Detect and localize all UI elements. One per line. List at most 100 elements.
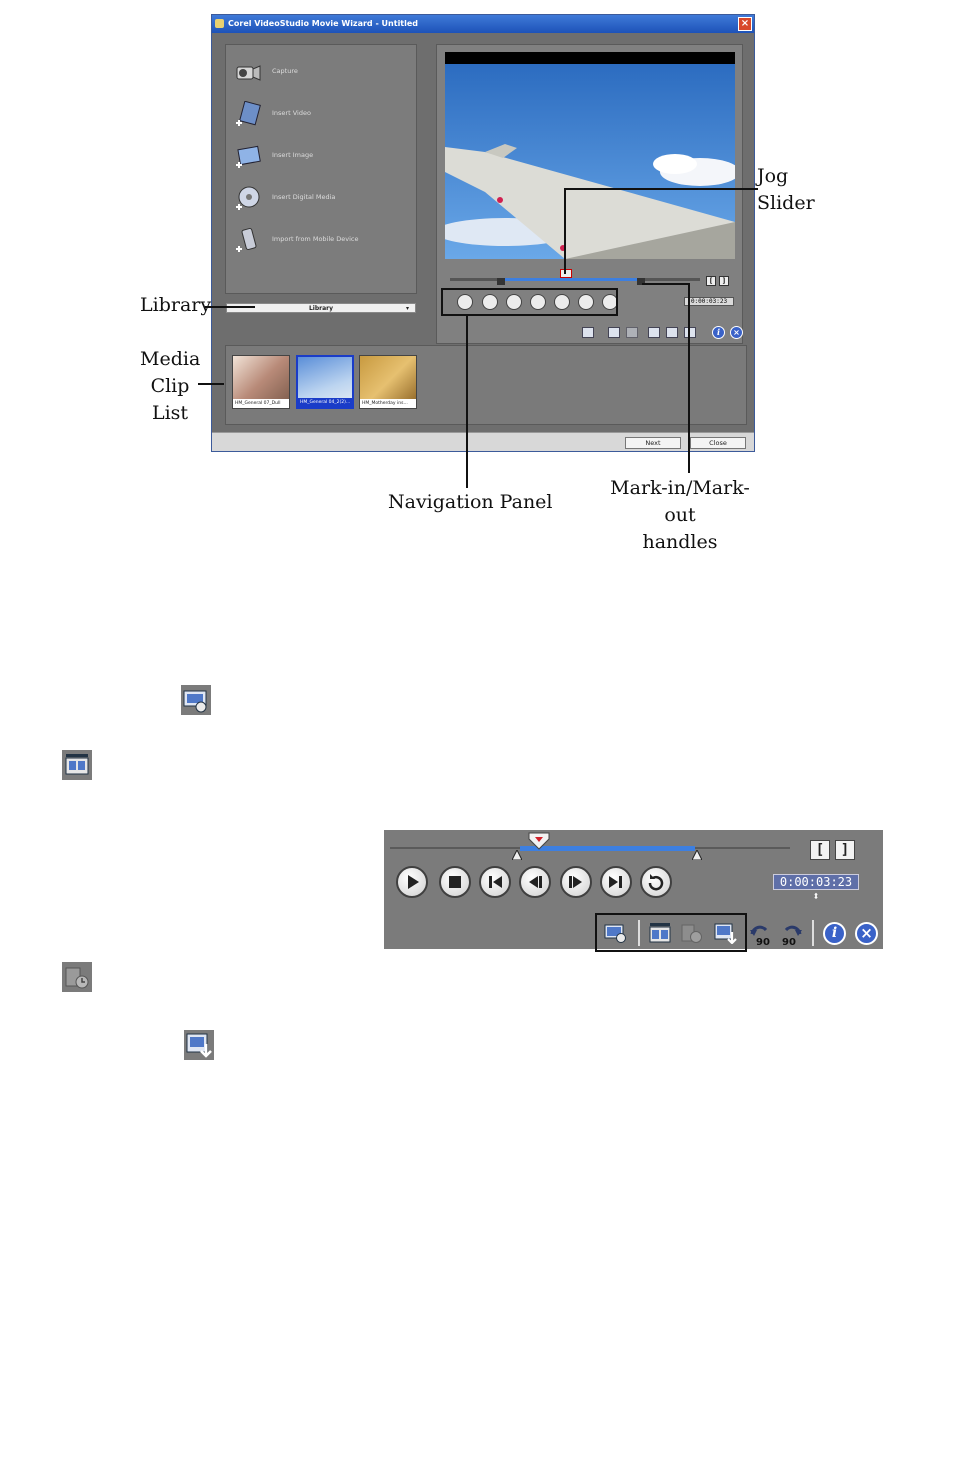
skip-to-start-icon (489, 876, 502, 888)
clip-thumbnail[interactable]: HM_Motherday ins... (359, 355, 417, 409)
rotate-left-icon[interactable] (748, 922, 772, 944)
markin-leader-horizontal (642, 283, 690, 285)
clip-caption: HM_General 07_Dull (233, 399, 289, 408)
split-video-icon[interactable] (604, 922, 628, 944)
capture-item[interactable]: Capture (234, 57, 409, 87)
jog-slider[interactable] (528, 832, 550, 850)
next-button[interactable]: Next (625, 437, 681, 449)
app-icon (215, 19, 224, 28)
repeat-button[interactable] (640, 866, 672, 898)
jog-slider-callout-line2: Slider (757, 192, 815, 214)
delete-icon-small[interactable]: × (730, 326, 743, 339)
stop-button-small[interactable] (482, 294, 498, 310)
selection-range-small (502, 278, 642, 281)
next-frame-button[interactable] (560, 866, 592, 898)
insert-image-item[interactable]: Insert Image (234, 141, 409, 171)
toolbar-highlight-box (595, 913, 747, 952)
window-status-bar: Next Close (212, 432, 754, 451)
save-to-library-icon[interactable] (714, 922, 738, 944)
next-frame-icon (569, 876, 582, 888)
media-callout-line1: Media (140, 348, 201, 370)
delete-icon[interactable]: × (855, 922, 878, 945)
preview-video (445, 52, 735, 259)
mark-in-button-small[interactable]: [ (706, 276, 716, 286)
jog-slider-leader-vertical (564, 188, 566, 274)
duration-button-small (626, 327, 638, 338)
library-select[interactable]: Library ▾ (226, 303, 416, 313)
mark-out-button[interactable]: ] (835, 840, 855, 860)
insert-image-label: Insert Image (272, 151, 314, 159)
info-icon-small[interactable]: i (712, 326, 725, 339)
split-video-button-small[interactable] (582, 327, 594, 338)
info-icon[interactable]: i (823, 922, 846, 945)
clip-thumbnail[interactable]: HM_General 07_Dull (232, 355, 290, 409)
clip-thumbnail-selected[interactable]: HM_General 04_2(2)... (296, 355, 354, 409)
rotate-right-icon[interactable] (780, 922, 804, 944)
stop-button[interactable] (439, 866, 471, 898)
rotate-left-button-small[interactable] (666, 327, 678, 338)
insert-image-icon (236, 145, 261, 168)
navigation-panel-leader (466, 316, 468, 488)
markin-callout-line1: Mark-in/Mark-out (610, 477, 750, 526)
library-callout: Library (140, 294, 212, 316)
jog-slider-callout-line1: Jog (757, 165, 789, 187)
skip-to-end-icon (609, 876, 622, 888)
media-callout-line2: Clip (150, 375, 190, 397)
spinner-icon[interactable]: ⬍ (812, 889, 820, 903)
window-titlebar: Corel VideoStudio Movie Wizard - Untitle… (212, 15, 754, 33)
mark-in-button[interactable]: [ (810, 840, 830, 860)
navigation-panel-callout: Navigation Panel (388, 491, 553, 513)
end-button-small[interactable] (578, 294, 594, 310)
multi-trim-button-small[interactable] (608, 327, 620, 338)
split-video-icon (181, 685, 211, 715)
toolbar-divider (812, 920, 814, 946)
insert-video-label: Insert Video (272, 109, 311, 117)
import-mobile-label: Import from Mobile Device (272, 235, 359, 243)
clip-caption: HM_Motherday ins... (360, 399, 416, 408)
media-callout-line3: List (151, 402, 189, 424)
camcorder-icon (236, 65, 261, 81)
play-button[interactable] (396, 866, 428, 898)
previous-frame-button-small[interactable] (530, 294, 546, 310)
airplane-wing-frame (445, 52, 735, 259)
capture-label: Capture (272, 67, 298, 75)
home-button-small[interactable] (506, 294, 522, 310)
mark-out-handle[interactable] (692, 850, 702, 860)
library-leader (205, 306, 255, 308)
timecode-display[interactable]: 0:00:03:23 ⬍ (773, 874, 859, 903)
timecode-small[interactable]: 0:00:03:23 (684, 297, 734, 306)
navigation-panel-zoom: [ ] 0:00:03:23 ⬍ (384, 830, 883, 949)
selection-range (520, 846, 695, 851)
toolbar-divider (638, 920, 640, 946)
movie-wizard-window: Corel VideoStudio Movie Wizard - Untitle… (211, 14, 755, 452)
import-mobile-item[interactable]: Import from Mobile Device (234, 225, 409, 255)
jog-slider-small[interactable] (560, 269, 572, 278)
mark-in-handle[interactable] (512, 850, 522, 860)
jog-slider-leader-horizontal (564, 188, 758, 190)
library-select-value: Library (308, 305, 334, 312)
home-button[interactable] (479, 866, 511, 898)
previous-frame-button[interactable] (519, 866, 551, 898)
mark-out-handle-small[interactable] (637, 278, 645, 285)
end-button[interactable] (600, 866, 632, 898)
duration-icon (681, 924, 702, 943)
mark-in-handle-small[interactable] (497, 278, 505, 285)
rotate-right-button-small[interactable] (684, 327, 696, 338)
chevron-down-icon: ▾ (405, 305, 409, 312)
window-close-button[interactable]: × (738, 17, 752, 31)
window-title: Corel VideoStudio Movie Wizard - Untitle… (228, 19, 419, 28)
insert-video-item[interactable]: Insert Video (234, 99, 409, 129)
markin-leader-vertical (688, 283, 690, 473)
multi-trim-icon[interactable] (648, 922, 672, 944)
markin-callout-line2: handles (642, 531, 718, 553)
insert-disc-icon (236, 186, 260, 210)
mark-out-button-small[interactable]: ] (719, 276, 729, 286)
play-button-small[interactable] (457, 294, 473, 310)
media-clip-list-callout: Media Clip List (140, 346, 200, 427)
next-frame-button-small[interactable] (554, 294, 570, 310)
insert-video-icon (236, 101, 261, 126)
capture-options-panel: Capture Insert Video Insert Image Insert… (225, 44, 417, 294)
insert-digital-media-item[interactable]: Insert Digital Media (234, 183, 409, 213)
save-to-library-button-small[interactable] (648, 327, 660, 338)
close-button[interactable]: Close (690, 437, 746, 449)
